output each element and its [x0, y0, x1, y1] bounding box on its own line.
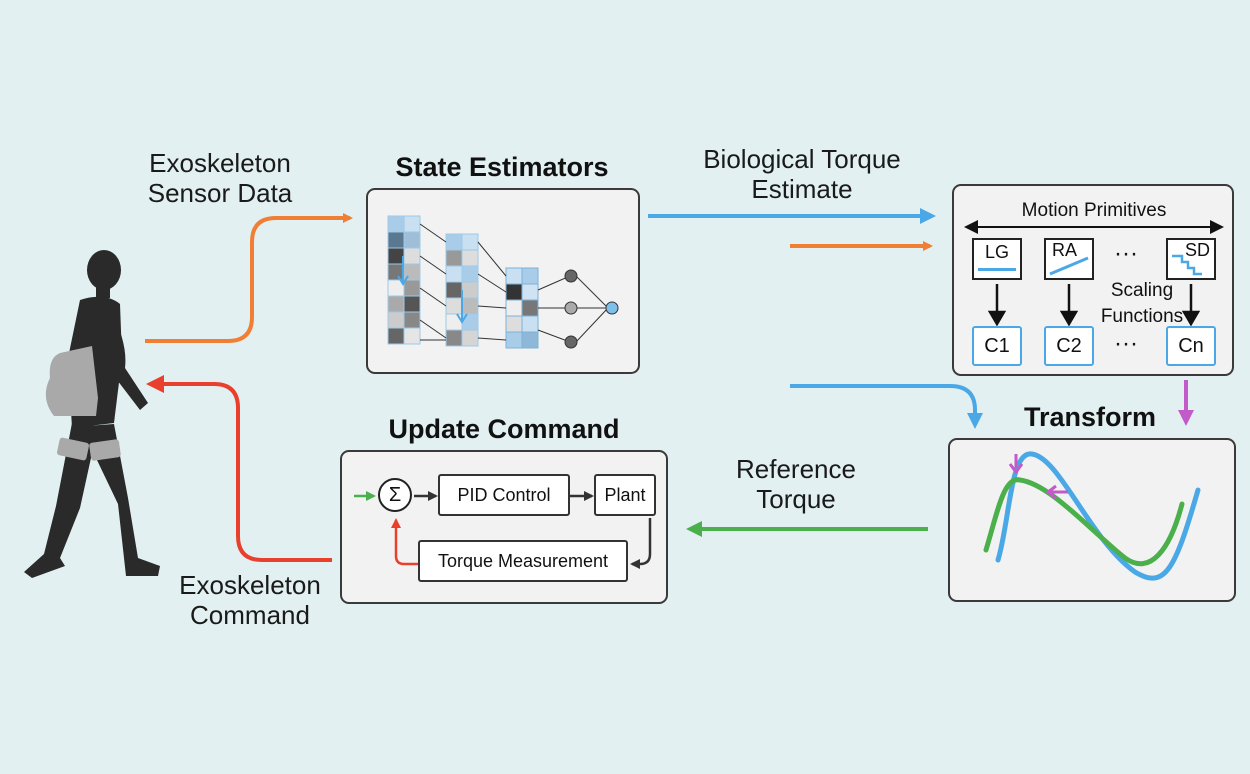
state-estimators-title: State Estimators: [395, 152, 609, 182]
walking-person-figure: [24, 250, 160, 578]
hip-brace: [45, 346, 98, 416]
thigh-cuff-back: [57, 437, 89, 461]
state-estimators-panel: [366, 188, 640, 374]
primitive-box-sd: SD: [1166, 238, 1216, 280]
neural-network-graphic: [387, 215, 619, 349]
hidden-node: [564, 301, 578, 315]
sensor-data-arrow: [145, 213, 353, 343]
sensor-data-label: Exoskeleton Sensor Data: [147, 148, 293, 208]
primitives-ellipsis: ···: [1114, 240, 1138, 267]
estimate-to-transform-arrow: [790, 384, 983, 429]
control-loop-arrows: [354, 491, 652, 569]
torque-estimate-label: Biological Torque Estimate: [703, 144, 901, 204]
motion-primitives-panel: Motion Primitives LG RA ··· SD Scaling F…: [952, 184, 1234, 376]
scaling-functions-label: Scaling Functions: [1100, 280, 1184, 327]
primitive-box-ra: RA: [1044, 238, 1094, 280]
exo-command-label: Exoskeleton Command: [179, 570, 321, 630]
pid-control-block: PID Control: [438, 474, 570, 516]
coefficients-ellipsis: ···: [1114, 330, 1138, 357]
scaling-down-arrows: [987, 284, 1201, 326]
primitives-span-arrow: [964, 220, 1224, 234]
exo-command-arrow: [146, 375, 332, 562]
transform-panel: [948, 438, 1236, 602]
primitive-box-lg: LG: [972, 238, 1022, 280]
feature-grid-2: [445, 233, 479, 347]
transform-title: Transform: [1023, 402, 1157, 432]
output-node: [605, 301, 619, 315]
torque-curves-graphic: [983, 451, 1201, 581]
motion-primitives-header: Motion Primitives: [994, 200, 1194, 222]
hidden-node: [564, 269, 578, 283]
coefficient-box-c1: C1: [972, 326, 1022, 366]
scaled-torque-curve: [995, 451, 1201, 581]
reference-torque-curve: [983, 477, 1185, 567]
update-command-panel: Σ PID Control Plant Torque Measurement: [340, 450, 668, 604]
thigh-cuff-front: [89, 439, 121, 461]
coefficient-box-cn: Cn: [1166, 326, 1216, 366]
coefficient-box-c2: C2: [1044, 326, 1094, 366]
reference-torque-label: Reference Torque: [736, 454, 856, 514]
update-command-title: Update Command: [388, 414, 620, 444]
plant-block: Plant: [594, 474, 656, 516]
torque-measurement-block: Torque Measurement: [418, 540, 628, 582]
hidden-node: [564, 335, 578, 349]
summing-junction: Σ: [378, 478, 412, 512]
feature-grid-3: [505, 267, 539, 349]
